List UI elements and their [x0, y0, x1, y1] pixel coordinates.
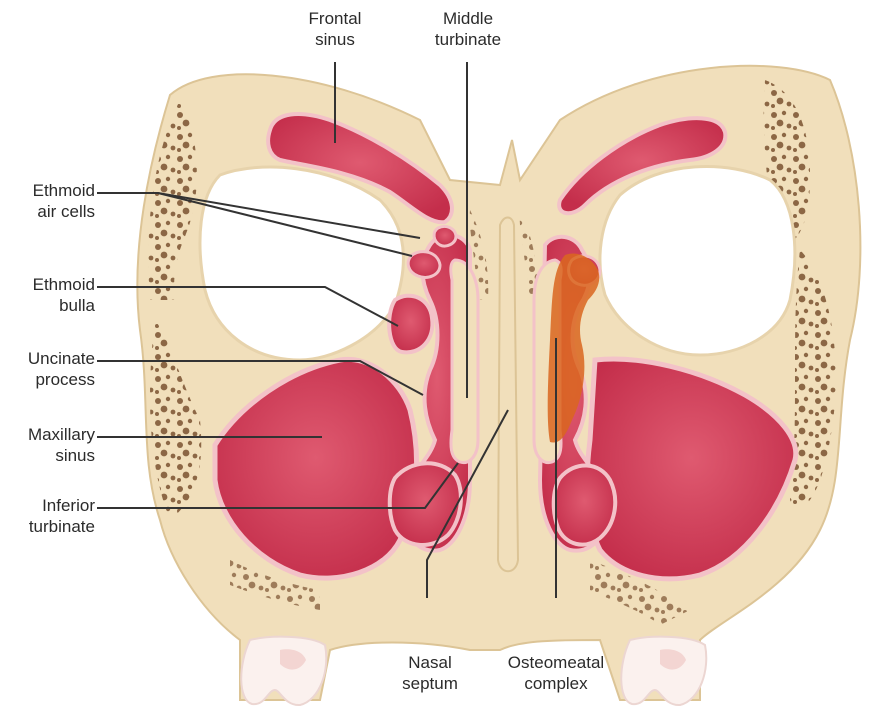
inferior-turbinate-shape [390, 463, 461, 545]
nasal-septum-shape [498, 218, 518, 572]
ethmoid-cell-2 [434, 226, 456, 246]
ethmoid-cell-1 [408, 252, 440, 278]
left-orbit [200, 167, 403, 360]
right-orbit [600, 166, 795, 355]
